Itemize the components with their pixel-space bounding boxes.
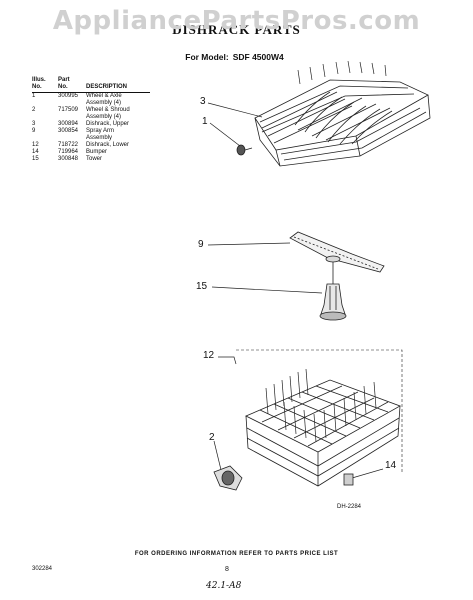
callout-3: 3: [200, 96, 206, 107]
row-desc: Dishrack, Lower: [86, 142, 130, 148]
upper-rack-tines: [297, 60, 387, 85]
col-description: DESCRIPTION: [86, 77, 150, 93]
document-number: 302284: [32, 566, 53, 572]
row-part: 717509: [58, 107, 79, 113]
row-part: 300854: [58, 128, 79, 134]
tower-illustration: [319, 262, 347, 321]
row-illus: 2: [32, 107, 36, 113]
page-number: 8: [225, 566, 229, 573]
callout-12: 12: [203, 350, 215, 361]
row-part: 300894: [58, 121, 79, 127]
row-part: 300995: [58, 93, 79, 99]
table-row: 14 719964 Bumper: [32, 149, 150, 156]
table-row: 15 300848 Tower: [32, 156, 150, 163]
callout-2: 2: [209, 432, 215, 443]
table-row: 12 718722 Dishrack, Lower: [32, 142, 150, 149]
callout-1: 1: [202, 116, 208, 127]
watermark: AppliancePartsPros.com: [52, 6, 421, 36]
wheel-shroud-illustration: [213, 465, 243, 491]
table-row: 3 300894 Dishrack, Upper: [32, 121, 150, 128]
row-illus: 1: [32, 93, 36, 99]
row-illus: 15: [32, 156, 39, 162]
row-illus: 9: [32, 128, 36, 134]
handwritten-note: 42.1-A8: [206, 581, 242, 591]
callout-14: 14: [385, 460, 397, 471]
lower-dishrack-frame: [236, 349, 403, 472]
drawing-code: DH-2284: [337, 504, 362, 510]
model-number: SDF 4500W4: [232, 52, 284, 62]
wheel-axle-illustration: [236, 144, 253, 156]
col-illus-no: Illus.No.: [32, 77, 58, 93]
row-desc: Dishrack, Upper: [86, 121, 130, 127]
row-part: 300848: [58, 156, 79, 162]
spray-arm-illustration: [289, 231, 385, 273]
bumper-illustration: [343, 473, 354, 486]
callout-9: 9: [198, 239, 204, 250]
model-label: For Model:: [185, 52, 229, 62]
row-illus: 3: [32, 121, 36, 127]
model-line: For Model:SDF 4500W4: [0, 52, 473, 62]
row-illus: 12: [32, 142, 39, 148]
callout-leaders: [207, 102, 384, 479]
lower-dishrack-illustration: [245, 379, 401, 487]
ordering-note: FOR ORDERING INFORMATION REFER TO PARTS …: [134, 551, 339, 557]
row-desc: Bumper: [86, 149, 108, 155]
callout-15: 15: [196, 281, 208, 292]
row-part: 719964: [58, 149, 79, 155]
upper-dishrack-illustration: [254, 79, 431, 167]
lower-rack-tines: [265, 368, 377, 443]
page-title: DISHRACK PARTS: [172, 22, 301, 37]
row-desc: Tower: [86, 156, 103, 162]
row-part: 718722: [58, 142, 79, 148]
row-illus: 14: [32, 149, 39, 155]
